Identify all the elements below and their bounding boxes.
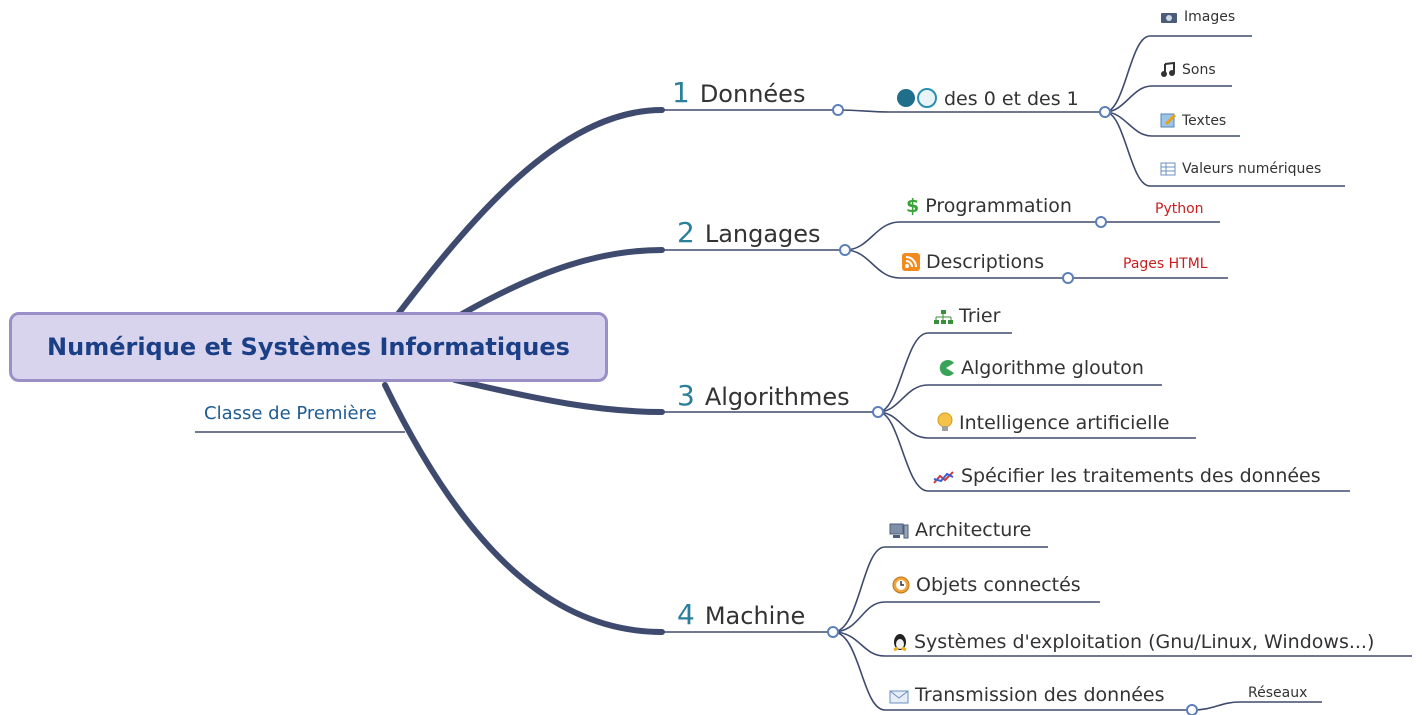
node-connector <box>872 406 884 418</box>
central-topic[interactable]: Numérique et Systèmes Informatiques <box>9 312 608 382</box>
node-transmission-donnees[interactable]: Transmission des données <box>889 686 1165 708</box>
node-valeurs-numeriques[interactable]: Valeurs numériques <box>1160 162 1321 179</box>
branch-number: 1 <box>672 76 690 109</box>
spreadsheet-icon <box>1160 162 1176 179</box>
node-specifier-traitements[interactable]: Spécifier les traitements des données <box>933 467 1321 489</box>
notepad-icon <box>1160 112 1177 131</box>
node-connector <box>827 626 839 638</box>
node-connector <box>1095 216 1107 228</box>
clock-icon <box>892 576 910 598</box>
penguin-icon <box>892 631 908 655</box>
line-chart-icon <box>933 469 955 489</box>
branch-label: Algorithmes <box>704 383 850 411</box>
node-textes[interactable]: Textes <box>1160 112 1226 131</box>
node-intelligence-artificielle[interactable]: Intelligence artificielle <box>937 412 1169 436</box>
dollar-icon: $ <box>906 195 920 217</box>
branch-algorithmes[interactable]: 3 Algorithmes <box>677 382 850 410</box>
binary-dots-icon <box>896 88 938 112</box>
envelope-icon <box>889 689 909 708</box>
node-des-0-et-des-1[interactable]: des 0 et des 1 <box>896 88 1079 112</box>
node-programmation[interactable]: $Programmation <box>906 195 1072 217</box>
rss-icon <box>902 253 920 275</box>
branch-label: Données <box>699 80 806 108</box>
node-algorithme-glouton[interactable]: Algorithme glouton <box>937 359 1144 381</box>
node-systemes-exploitation[interactable]: Systèmes d'exploitation (Gnu/Linux, Wind… <box>892 631 1374 655</box>
node-trier[interactable]: Trier <box>933 307 1000 329</box>
music-note-icon <box>1160 61 1176 80</box>
computer-icon <box>889 523 909 543</box>
node-connector <box>832 104 844 116</box>
trunk-langages <box>459 247 665 317</box>
hierarchy-icon <box>933 309 953 329</box>
trunk-algorithmes <box>452 377 665 415</box>
node-connector <box>1062 272 1074 284</box>
branch-number: 3 <box>677 379 695 412</box>
branch-langages[interactable]: 2 Langages <box>677 219 821 247</box>
node-images[interactable]: Images <box>1160 10 1235 27</box>
camera-icon <box>1160 10 1178 27</box>
node-architecture[interactable]: Architecture <box>889 521 1031 543</box>
note-reseaux[interactable]: Réseaux <box>1248 685 1308 701</box>
branch-machine[interactable]: 4 Machine <box>677 601 805 629</box>
node-objets-connectes[interactable]: Objets connectés <box>892 576 1081 598</box>
branch-number: 4 <box>677 598 695 631</box>
trunk-machine <box>382 382 665 635</box>
branch-number: 2 <box>677 216 695 249</box>
pacman-icon <box>937 359 955 381</box>
branch-label: Langages <box>704 220 821 248</box>
note-pages-html[interactable]: Pages HTML <box>1123 256 1208 272</box>
note-python[interactable]: Python <box>1155 201 1204 217</box>
node-connector <box>839 244 851 256</box>
central-subtitle[interactable]: Classe de Première <box>204 403 377 424</box>
trunk-donnees <box>392 107 665 321</box>
node-connector <box>1186 704 1198 715</box>
node-sons[interactable]: Sons <box>1160 61 1216 80</box>
node-connector <box>1099 106 1111 118</box>
branch-donnees[interactable]: 1 Données <box>672 79 805 107</box>
branch-label: Machine <box>704 602 806 630</box>
lightbulb-icon <box>937 412 953 436</box>
node-descriptions[interactable]: Descriptions <box>902 253 1044 275</box>
